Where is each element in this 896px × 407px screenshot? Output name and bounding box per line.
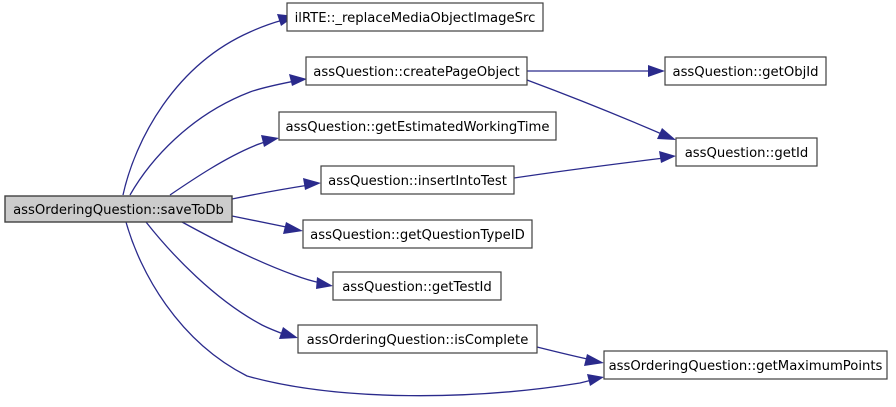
arrowhead-icon xyxy=(657,128,676,140)
node-label: assOrderingQuestion::saveToDb xyxy=(13,203,224,218)
arrowhead-icon xyxy=(587,374,604,386)
graph-edge-isComplete-to-getMaximumPoints xyxy=(536,346,604,366)
node-label: assQuestion::insertIntoTest xyxy=(328,174,507,189)
arrowhead-icon xyxy=(316,277,333,289)
edge-line xyxy=(536,346,593,361)
edge-line xyxy=(231,215,292,229)
graph-node-createPageObject[interactable]: assQuestion::createPageObject xyxy=(305,56,528,86)
node-box[interactable] xyxy=(332,271,502,301)
arrowhead-icon xyxy=(283,222,303,234)
arrowhead-icon xyxy=(279,327,298,339)
arrowhead-icon xyxy=(659,151,676,163)
node-box[interactable] xyxy=(675,137,818,167)
graph-node-getQuestionTypeID[interactable]: assQuestion::getQuestionTypeID xyxy=(302,219,533,249)
node-box[interactable] xyxy=(302,219,533,249)
node-label: assQuestion::getEstimatedWorkingTime xyxy=(285,120,549,135)
node-label: assOrderingQuestion::getMaximumPoints xyxy=(609,359,883,374)
graph-edge-insertIntoTest-to-getId xyxy=(513,151,676,179)
graph-edge-saveToDb-to-getTestId xyxy=(181,221,333,289)
graph-node-replaceMediaObjectImageSrc[interactable]: ilRTE::_replaceMediaObjectImageSrc xyxy=(286,2,544,32)
node-label: assQuestion::getObjId xyxy=(672,65,818,80)
graph-edge-saveToDb-to-insertIntoTest xyxy=(231,178,321,200)
edge-line xyxy=(122,19,284,196)
node-label: ilRTE::_replaceMediaObjectImageSrc xyxy=(295,11,536,26)
node-label: assQuestion::getQuestionTypeID xyxy=(310,228,525,243)
edge-line xyxy=(145,221,287,336)
node-box[interactable] xyxy=(278,111,557,141)
graph-edge-saveToDb-to-getEstimatedWorkingTime xyxy=(169,135,279,196)
edge-line xyxy=(231,184,310,200)
node-box[interactable] xyxy=(320,165,515,195)
arrowhead-icon xyxy=(261,135,279,147)
graph-node-isComplete[interactable]: assOrderingQuestion::isComplete xyxy=(297,324,538,354)
node-box[interactable] xyxy=(664,56,827,86)
graph-node-saveToDb[interactable]: assOrderingQuestion::saveToDb xyxy=(4,195,233,223)
node-label: assQuestion::getId xyxy=(685,146,809,161)
graph-edges-layer xyxy=(122,14,676,397)
graph-node-getMaximumPoints[interactable]: assOrderingQuestion::getMaximumPoints xyxy=(603,350,888,380)
graph-nodes-layer: assOrderingQuestion::saveToDb ilRTE::_rep… xyxy=(4,2,888,380)
graph-node-getTestId[interactable]: assQuestion::getTestId xyxy=(332,271,502,301)
node-box[interactable] xyxy=(305,56,528,86)
graph-node-getEstimatedWorkingTime[interactable]: assQuestion::getEstimatedWorkingTime xyxy=(278,111,557,141)
graph-node-getObjId[interactable]: assQuestion::getObjId xyxy=(664,56,827,86)
graph-edge-saveToDb-to-createPageObject xyxy=(129,74,307,196)
node-box[interactable] xyxy=(4,195,233,223)
graph-edge-createPageObject-to-getObjId xyxy=(527,65,665,77)
edge-line xyxy=(125,221,593,397)
node-box[interactable] xyxy=(286,2,544,32)
edge-line xyxy=(181,221,322,284)
edge-line xyxy=(526,79,665,136)
edge-line xyxy=(513,157,665,179)
graph-edge-saveToDb-to-getQuestionTypeID xyxy=(231,215,303,234)
arrowhead-icon xyxy=(303,178,321,190)
edge-line xyxy=(169,140,268,196)
graph-edge-saveToDb-to-getMaximumPoints xyxy=(125,221,604,397)
edge-line xyxy=(129,80,296,196)
arrowhead-icon xyxy=(289,74,307,86)
node-label: assQuestion::createPageObject xyxy=(313,65,519,80)
node-label: assQuestion::getTestId xyxy=(342,280,492,295)
graph-node-insertIntoTest[interactable]: assQuestion::insertIntoTest xyxy=(320,165,515,195)
graph-edge-createPageObject-to-getId xyxy=(526,79,676,140)
node-label: assOrderingQuestion::isComplete xyxy=(307,333,529,348)
arrowhead-icon xyxy=(584,354,604,366)
arrowhead-icon xyxy=(648,65,665,77)
node-box[interactable] xyxy=(603,350,888,380)
graph-node-getId[interactable]: assQuestion::getId xyxy=(675,137,818,167)
node-box[interactable] xyxy=(297,324,538,354)
graph-edge-saveToDb-to-isComplete xyxy=(145,221,298,339)
